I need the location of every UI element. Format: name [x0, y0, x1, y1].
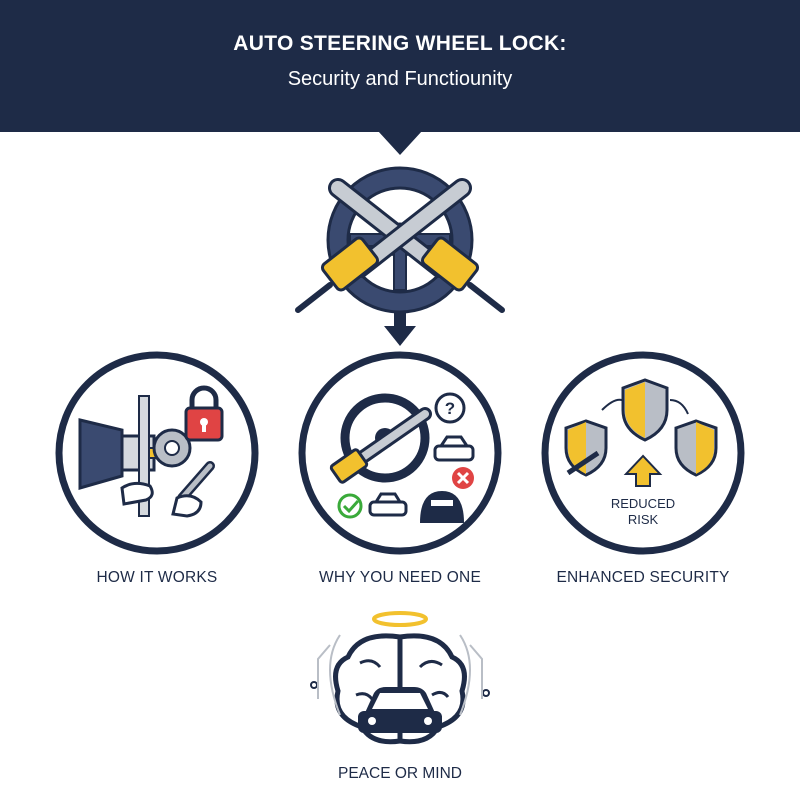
padlock-icon: [184, 385, 224, 442]
peace-of-mind-label: PEACE OR MIND: [337, 765, 462, 782]
steering-wheel-lock-icon: [280, 160, 520, 350]
check-icon: [337, 493, 363, 519]
why-you-need-one-label: WHY YOU NEED ONE: [319, 569, 481, 586]
arrow-up-icon: [623, 454, 663, 487]
page-title: AUTO STEERING WHEEL LOCK:: [233, 32, 567, 55]
thief-icon: [420, 491, 464, 523]
halo-icon: [372, 611, 428, 627]
how-it-works-badge: [52, 348, 262, 558]
cross-icon: [452, 467, 474, 489]
risk-text: RISK: [628, 512, 659, 527]
shield-icon: [621, 378, 669, 442]
header-pointer: [378, 131, 422, 155]
why-you-need-one-badge: ?: [295, 348, 505, 558]
brain-icon: [300, 605, 500, 760]
car-icon: [433, 435, 475, 462]
enhanced-security-badge: REDUCED RISK: [538, 348, 748, 558]
wrench-icon: [177, 461, 215, 503]
how-it-works-label: HOW IT WORKS: [96, 569, 218, 586]
enhanced-security-label: ENHANCED SECURITY: [556, 569, 730, 586]
page-subtitle: Security and Functiounity: [287, 68, 513, 90]
gear-icon: [152, 428, 192, 468]
svg-text:?: ?: [445, 399, 455, 418]
question-icon: ?: [434, 392, 466, 424]
reduced-text: REDUCED: [611, 496, 675, 511]
header-banner: AUTO STEERING WHEEL LOCK: Security and F…: [0, 0, 800, 132]
